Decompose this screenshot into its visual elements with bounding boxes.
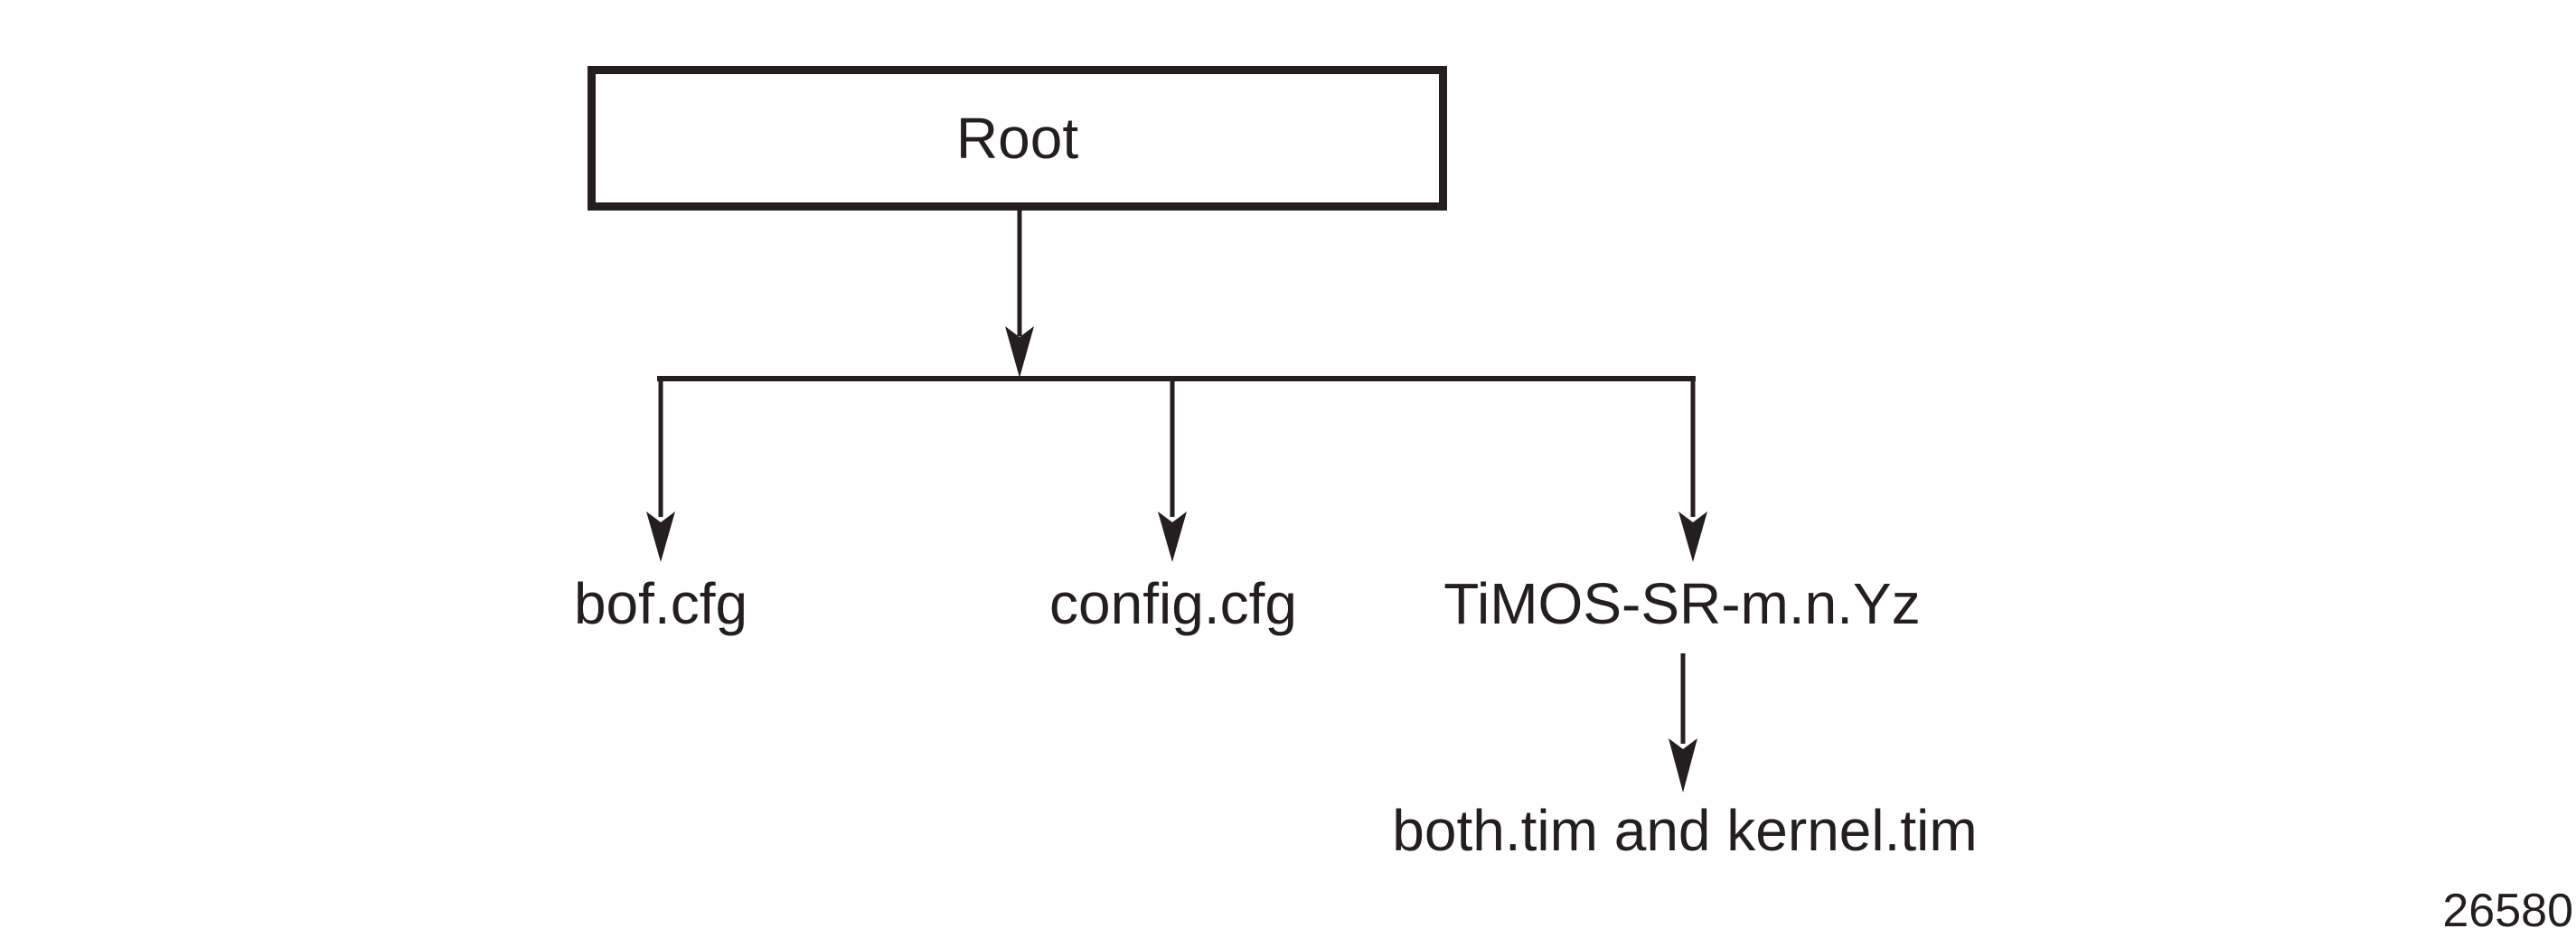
timos-child-arrowhead <box>1669 738 1697 793</box>
figure-number: 26580 <box>2442 885 2573 937</box>
branch-arrowhead-timos <box>1678 511 1707 562</box>
branch-arrowhead-config <box>1158 511 1187 562</box>
root-node-label: Root <box>955 106 1079 171</box>
node-label-timos-dir: TiMOS-SR-m.n.Yz <box>1443 571 1921 636</box>
root-node: Root <box>588 66 1447 211</box>
root-arrowhead <box>1005 326 1034 378</box>
node-label-both-kernel-tim: both.tim and kernel.tim <box>1392 798 1978 863</box>
node-label-config-cfg: config.cfg <box>1049 571 1297 636</box>
branch-arrowhead-bof <box>646 511 675 562</box>
node-label-bof-cfg: bof.cfg <box>573 571 748 636</box>
